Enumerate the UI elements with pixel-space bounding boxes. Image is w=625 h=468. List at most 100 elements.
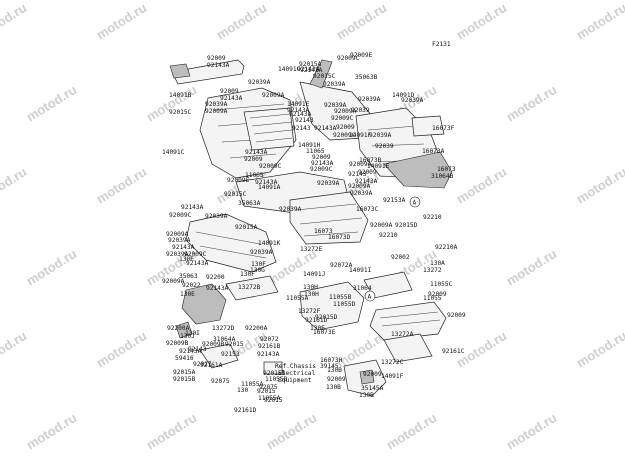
- bottom-left-clip-part: [175, 321, 193, 339]
- part-number-label: 16073H: [320, 357, 343, 364]
- part-number-label: 92143A: [311, 160, 334, 167]
- part-number-label: 92009C: [184, 251, 207, 258]
- part-number-label: 92015A: [173, 369, 196, 376]
- part-number-label: 92009C: [169, 212, 192, 219]
- part-number-label: 92009C: [259, 163, 282, 170]
- part-number-label: 92075: [211, 378, 230, 385]
- part-number-label: 130F: [240, 271, 255, 278]
- part-number-label: 92161C: [442, 348, 465, 355]
- watermark-text: motod.ru: [0, 328, 29, 371]
- watermark-text: motod.ru: [454, 0, 510, 43]
- part-number-label: 11065: [306, 148, 325, 155]
- part-number-label: 11055A: [241, 381, 264, 388]
- part-number-label: 31064A: [213, 336, 236, 343]
- part-number-label: 130: [237, 387, 248, 394]
- part-number-label: 14091D: [392, 92, 415, 99]
- part-number-label: 92039A: [205, 101, 228, 108]
- part-number-label: 92009: [207, 55, 226, 62]
- part-number-label: 92009: [244, 156, 263, 163]
- part-number-label: 92027: [193, 361, 212, 368]
- part-number-label: 92039: [351, 107, 370, 114]
- part-number-label: 14091F: [381, 373, 404, 380]
- part-number-label: 130E: [180, 291, 195, 298]
- part-number-label: 92015: [264, 397, 283, 404]
- note-line-3: Equipment: [278, 377, 312, 384]
- part-number-label: 92143A: [186, 260, 209, 267]
- watermark-text: motod.ru: [574, 0, 625, 43]
- part-number-label: 35063: [179, 273, 198, 280]
- part-number-label: 92009: [220, 88, 239, 95]
- part-number-label: 92039: [375, 143, 394, 150]
- watermark-text: motod.ru: [214, 0, 270, 43]
- part-number-label: 13272A: [391, 331, 414, 338]
- watermark-text: motod.ru: [0, 0, 29, 43]
- part-number-label: 130E: [310, 325, 325, 332]
- part-number-label: 11055A: [286, 295, 309, 302]
- part-number-label: 11055B: [265, 376, 288, 383]
- part-number-label: 14091C: [278, 66, 301, 73]
- part-number-label: 92161D: [305, 317, 328, 324]
- part-number-label: 92143A: [355, 178, 378, 185]
- part-number-label: 92009E: [227, 177, 250, 184]
- part-number-label: 59416: [175, 355, 194, 362]
- part-number-label: 39145: [320, 363, 339, 370]
- part-number-label: 130E: [179, 256, 194, 263]
- part-number-label: 92143A: [181, 204, 204, 211]
- part-number-label: 92009E: [350, 52, 373, 59]
- part-number-label: 92143A: [206, 285, 229, 292]
- part-number-label: 92039A: [369, 132, 392, 139]
- part-number-label: 92143A: [289, 111, 312, 118]
- part-number-label: 92143A: [172, 244, 195, 251]
- watermark-text: motod.ru: [454, 164, 510, 207]
- part-number-label: 92039A: [168, 237, 191, 244]
- part-number-label: 92039A: [317, 180, 340, 187]
- part-number-labels: 9200992143A14091C92143A92015C92009C92009…: [0, 0, 466, 414]
- part-number-label: 92143A: [207, 62, 230, 69]
- part-number-label: 92009C: [333, 132, 356, 139]
- part-number-label: 92015A: [299, 61, 322, 68]
- part-number-label: 31064B: [431, 173, 454, 180]
- front-bracket-bolt-part: [169, 63, 191, 79]
- part-number-label: 92153: [221, 351, 240, 358]
- part-number-label: 92072A: [330, 262, 353, 269]
- part-number-label: 92039A: [250, 249, 273, 256]
- part-number-label: 92015A: [235, 224, 258, 231]
- part-number-label: 14091E: [367, 163, 390, 170]
- part-number-label: 92153A: [383, 197, 406, 204]
- part-number-label: 92009A: [348, 183, 371, 190]
- part-number-label: 92009A: [262, 92, 285, 99]
- part-number-label: 130I: [185, 330, 200, 337]
- part-number-label: 92009: [447, 312, 466, 319]
- part-number-label: 14091K: [258, 240, 281, 247]
- part-number-label: 130H: [303, 284, 318, 291]
- watermark-text: motod.ru: [264, 410, 320, 453]
- part-number-label: 92143: [348, 171, 367, 178]
- part-number-label: 92015D: [395, 222, 418, 229]
- part-number-label: 13272: [423, 267, 442, 274]
- part-number-label: 92015: [257, 388, 276, 395]
- callout-letter: A: [413, 200, 417, 207]
- bottom-left-block-part: [199, 343, 239, 369]
- part-number-label: 92143A: [287, 107, 310, 114]
- part-number-label: 92143A: [220, 95, 243, 102]
- front-bracket-part: [171, 59, 245, 85]
- part-number-label: 130A: [430, 260, 445, 267]
- part-number-label: 14091I: [349, 267, 372, 274]
- watermark-text: motod.ru: [94, 164, 150, 207]
- watermark-text: motod.ru: [144, 82, 200, 125]
- part-number-label: 16073B: [359, 157, 382, 164]
- part-number-label: 92039A: [166, 251, 189, 258]
- part-number-label: 92009A: [205, 108, 228, 115]
- watermark-text: motod.ru: [504, 82, 560, 125]
- part-number-label: 35063A: [238, 200, 261, 207]
- part-number-label: 92009A: [162, 278, 185, 285]
- part-number-label: 92009: [336, 124, 355, 131]
- part-number-label: 92009A: [334, 108, 357, 115]
- part-number-label: 92143: [188, 346, 207, 353]
- part-number-label: 92009A: [166, 231, 189, 238]
- part-number-label: 92009: [363, 371, 382, 378]
- right-guard-part: [411, 115, 445, 137]
- part-number-label: 16073: [437, 166, 456, 173]
- part-number-label: 92200A: [245, 325, 268, 332]
- watermark-text: motod.ru: [504, 246, 560, 289]
